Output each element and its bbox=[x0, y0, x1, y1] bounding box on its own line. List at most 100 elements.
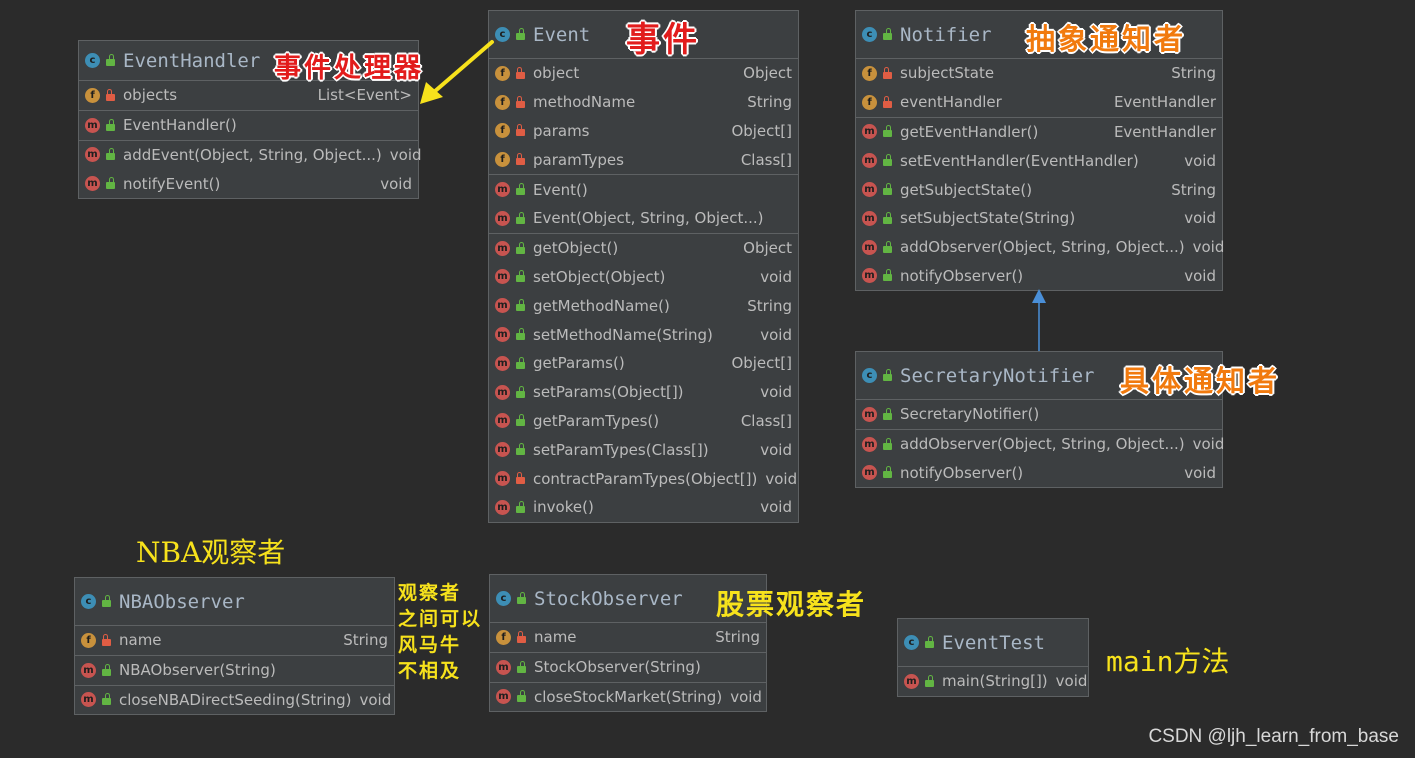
public-lock-icon bbox=[516, 385, 525, 398]
fields-section: f name String bbox=[490, 623, 766, 653]
class-box-event-handler[interactable]: c EventHandler f objects List<Event> m E… bbox=[78, 40, 422, 200]
method-row[interactable]: m addObserver(Object, String, Object...)… bbox=[856, 233, 1224, 262]
method-name: EventHandler() bbox=[123, 116, 237, 135]
annotation-event: 事件 bbox=[626, 20, 700, 60]
public-lock-icon bbox=[106, 118, 115, 131]
method-row[interactable]: m contractParamTypes(Object[]) void bbox=[489, 464, 798, 493]
method-row[interactable]: m closeStockMarket(String) void bbox=[490, 683, 766, 712]
method-row[interactable]: m invoke() void bbox=[489, 493, 798, 522]
method-row[interactable]: m setEventHandler(EventHandler) void bbox=[856, 146, 1222, 175]
method-row[interactable]: m getEventHandler() EventHandler bbox=[856, 118, 1222, 147]
public-lock-icon bbox=[883, 269, 892, 282]
method-name: getParamTypes() bbox=[533, 411, 660, 430]
public-lock-icon bbox=[516, 28, 525, 40]
method-row[interactable]: m setSubjectState(String) void bbox=[856, 204, 1222, 233]
public-lock-icon bbox=[925, 674, 934, 687]
method-m-icon: m bbox=[495, 499, 510, 515]
method-type: void bbox=[1184, 209, 1216, 228]
field-f-icon: f bbox=[495, 123, 510, 139]
class-box-event-test[interactable]: c EventTest m main(String[]) void bbox=[897, 618, 1089, 697]
method-row[interactable]: m setParamTypes(Class[]) void bbox=[489, 435, 798, 464]
public-lock-icon bbox=[516, 299, 525, 312]
public-lock-icon bbox=[106, 177, 115, 190]
methods-section: m getEventHandler() EventHandler m setEv… bbox=[856, 118, 1224, 291]
method-type: void bbox=[765, 469, 798, 488]
method-row[interactable]: m Event() bbox=[489, 175, 798, 204]
public-lock-icon bbox=[883, 154, 892, 167]
constructors-section: m EventHandler() bbox=[79, 111, 418, 141]
method-name: main(String[]) bbox=[942, 672, 1048, 691]
class-name: NBAObserver bbox=[119, 590, 245, 613]
method-name: contractParamTypes(Object[]) bbox=[533, 469, 758, 488]
method-type: void bbox=[760, 325, 792, 344]
method-name: setSubjectState(String) bbox=[900, 209, 1076, 228]
method-row[interactable]: m NBAObserver(String) bbox=[75, 656, 394, 685]
note-line: 不相及 bbox=[398, 660, 462, 682]
method-row[interactable]: m getParamTypes() Class[] bbox=[489, 407, 798, 436]
class-c-icon: c bbox=[81, 594, 96, 609]
method-m-icon: m bbox=[862, 406, 877, 422]
private-lock-icon bbox=[102, 633, 111, 646]
method-name: setMethodName(String) bbox=[533, 325, 713, 344]
annotation-event-handler: 事件处理器 bbox=[274, 53, 424, 84]
static-method-m-icon: m bbox=[904, 673, 919, 689]
field-row[interactable]: f name String bbox=[490, 623, 766, 652]
field-row[interactable]: f params Object[] bbox=[489, 117, 798, 146]
class-name: Event bbox=[533, 23, 591, 46]
method-type: void bbox=[389, 145, 422, 164]
annotation-nba-observer: NBA观察者 bbox=[136, 536, 286, 569]
method-row[interactable]: m getMethodName() String bbox=[489, 291, 798, 320]
method-row[interactable]: m addObserver(Object, String, Object...)… bbox=[856, 430, 1224, 459]
method-row[interactable]: m notifyObserver() void bbox=[856, 459, 1222, 488]
method-row[interactable]: m setParams(Object[]) void bbox=[489, 378, 798, 407]
method-row[interactable]: m getObject() Object bbox=[489, 234, 798, 263]
field-row[interactable]: f subjectState String bbox=[856, 59, 1222, 88]
field-row[interactable]: f paramTypes Class[] bbox=[489, 145, 798, 174]
field-row[interactable]: f object Object bbox=[489, 59, 798, 88]
method-name: getParams() bbox=[533, 354, 625, 373]
method-row[interactable]: m main(String[]) void bbox=[898, 667, 1088, 696]
class-box-nba-observer[interactable]: c NBAObserver f name String m NBAObserve… bbox=[74, 577, 395, 716]
methods-section: m getObject() Object m setObject(Object)… bbox=[489, 234, 798, 522]
public-lock-icon bbox=[883, 407, 892, 420]
method-type: Class[] bbox=[740, 411, 792, 430]
field-row[interactable]: f eventHandler EventHandler bbox=[856, 88, 1222, 117]
field-type: String bbox=[343, 631, 388, 650]
method-row[interactable]: m addEvent(Object, String, Object...) vo… bbox=[79, 141, 422, 170]
field-row[interactable]: f name String bbox=[75, 626, 394, 655]
method-m-icon: m bbox=[495, 384, 510, 400]
public-lock-icon bbox=[516, 270, 525, 283]
method-name: getMethodName() bbox=[533, 296, 670, 315]
field-type: String bbox=[1171, 64, 1216, 83]
method-row[interactable]: m closeNBADirectSeeding(String) void bbox=[75, 686, 394, 715]
class-box-notifier[interactable]: c Notifier f subjectState String f event… bbox=[855, 10, 1224, 292]
field-row[interactable]: f methodName String bbox=[489, 88, 798, 117]
class-box-event[interactable]: c Event f object Object f methodName Str… bbox=[488, 10, 799, 523]
method-row[interactable]: m setMethodName(String) void bbox=[489, 320, 798, 349]
method-row[interactable]: m getSubjectState() String bbox=[856, 175, 1222, 204]
method-row[interactable]: m StockObserver(String) bbox=[490, 653, 766, 682]
methods-section: m addObserver(Object, String, Object...)… bbox=[856, 430, 1224, 488]
class-box-secretary-notifier[interactable]: c SecretaryNotifier m SecretaryNotifier(… bbox=[855, 351, 1224, 489]
annotation-secretary-notifier: 具体通知者 bbox=[1120, 364, 1281, 398]
abstract-class-c-icon: c bbox=[862, 27, 877, 42]
public-lock-icon bbox=[883, 240, 892, 253]
method-row[interactable]: m EventHandler() bbox=[79, 111, 418, 140]
method-row[interactable]: m Event(Object, String, Object...) bbox=[489, 204, 798, 233]
public-lock-icon bbox=[516, 328, 525, 341]
method-row[interactable]: m setObject(Object) void bbox=[489, 263, 798, 292]
public-lock-icon bbox=[516, 211, 525, 224]
private-lock-icon bbox=[883, 95, 892, 108]
method-row[interactable]: m notifyObserver() void bbox=[856, 262, 1222, 291]
method-type: void bbox=[1184, 266, 1216, 285]
method-row[interactable]: m getParams() Object[] bbox=[489, 349, 798, 378]
class-header: c NBAObserver bbox=[75, 578, 394, 626]
class-name: EventHandler bbox=[123, 49, 261, 72]
method-row[interactable]: m SecretaryNotifier() bbox=[856, 400, 1222, 429]
method-m-icon: m bbox=[495, 210, 510, 226]
field-row[interactable]: f objects List<Event> bbox=[79, 81, 418, 110]
public-lock-icon bbox=[517, 592, 526, 604]
class-box-stock-observer[interactable]: c StockObserver f name String m StockObs… bbox=[489, 574, 767, 713]
method-m-icon: m bbox=[495, 240, 510, 256]
method-row[interactable]: m notifyEvent() void bbox=[79, 169, 418, 198]
